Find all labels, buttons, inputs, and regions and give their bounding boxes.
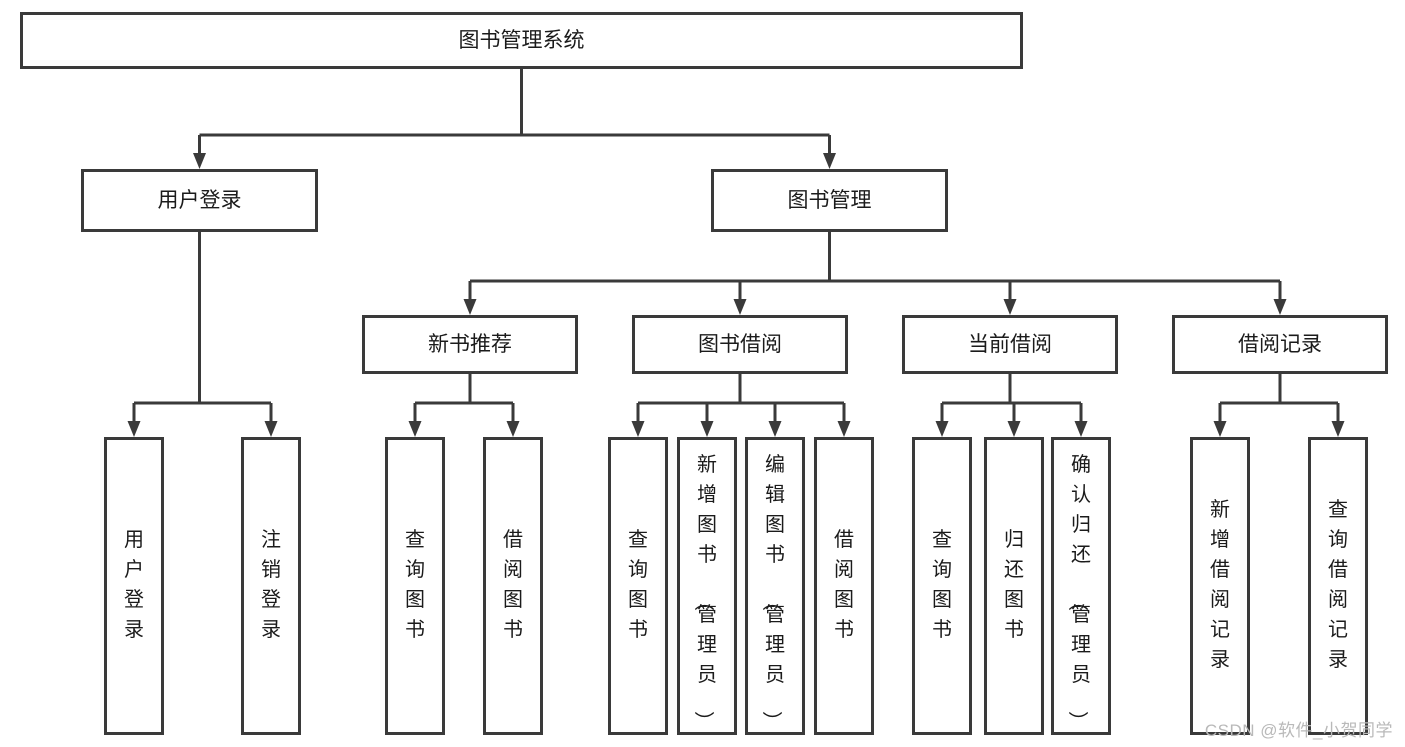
connector-arrow-icon: [1074, 421, 1088, 437]
connector-arrow-icon: [1213, 421, 1227, 437]
node-label: 归还图书: [1004, 528, 1024, 641]
node-label: 查询借阅记录: [1328, 498, 1348, 671]
node-box: [1308, 437, 1368, 735]
node-label: 图书借阅: [698, 333, 782, 356]
node-box: [81, 169, 318, 232]
connector-arrow-icon: [127, 421, 141, 437]
node-label: 用户登录: [124, 529, 144, 641]
node-layer: 图书管理系统用户登录图书管理新书推荐图书借阅当前借阅借阅记录用户登录注销登录查询…: [20, 12, 1388, 735]
connector-arrow-icon: [631, 421, 645, 437]
node-label: 借阅图书: [834, 528, 854, 641]
node-box: [483, 437, 543, 735]
connector-arrow-icon: [700, 421, 714, 437]
node-label: 注销登录: [261, 528, 281, 641]
node-box: [104, 437, 164, 735]
node-box: [677, 437, 737, 735]
node-leaf-add-book[interactable]: 新增图书（管理员）: [677, 437, 737, 735]
watermark-text: CSDN @软件_小贺同学: [1204, 721, 1393, 740]
node-leaf-user-login[interactable]: 用户登录: [104, 437, 164, 735]
connector-arrow-icon: [1003, 299, 1017, 315]
node-label: 查询图书: [405, 528, 425, 641]
node-box: [20, 12, 1023, 69]
connector-arrow-icon: [1273, 299, 1287, 315]
node-leaf-query-book-borrow[interactable]: 查询图书: [608, 437, 668, 735]
node-leaf-user-logout[interactable]: 注销登录: [241, 437, 301, 735]
node-label: 新书推荐: [428, 333, 512, 356]
node-leaf-query-borrow-record[interactable]: 查询借阅记录: [1308, 437, 1368, 735]
connector-arrow-icon: [768, 421, 782, 437]
node-box: [608, 437, 668, 735]
connector-arrow-icon: [837, 421, 851, 437]
node-leaf-return-book[interactable]: 归还图书: [984, 437, 1044, 735]
node-label: 借阅记录: [1238, 333, 1322, 356]
node-box: [1172, 315, 1388, 374]
connector-arrow-icon: [408, 421, 422, 437]
connector-arrow-icon: [935, 421, 949, 437]
node-box: [902, 315, 1118, 374]
node-leaf-borrow-book-recommend[interactable]: 借阅图书: [483, 437, 543, 735]
node-label: 新增图书（管理员）: [692, 453, 717, 731]
node-box: [385, 437, 445, 735]
connector-arrow-icon: [1007, 421, 1021, 437]
node-leaf-query-book-recommend[interactable]: 查询图书: [385, 437, 445, 735]
node-book-borrow[interactable]: 图书借阅: [632, 315, 848, 374]
node-box: [1190, 437, 1250, 735]
node-user-login[interactable]: 用户登录: [81, 169, 318, 232]
node-label: 新增借阅记录: [1210, 498, 1230, 671]
node-label: 图书管理系统: [459, 29, 585, 52]
node-leaf-add-borrow-record[interactable]: 新增借阅记录: [1190, 437, 1250, 735]
connector-arrow-icon: [463, 299, 477, 315]
connector-arrow-icon: [733, 299, 747, 315]
node-box: [912, 437, 972, 735]
connector-layer: [127, 69, 1345, 437]
node-box: [984, 437, 1044, 735]
node-leaf-confirm-return[interactable]: 确认归还（管理员）: [1051, 437, 1111, 735]
node-label: 用户登录: [158, 189, 242, 212]
node-label: 查询图书: [932, 528, 952, 641]
node-current-borrow[interactable]: 当前借阅: [902, 315, 1118, 374]
node-label: 编辑图书（管理员）: [760, 453, 785, 731]
node-label: 借阅图书: [503, 528, 523, 641]
node-label: 当前借阅: [968, 333, 1052, 356]
connector-arrow-icon: [506, 421, 520, 437]
node-box: [362, 315, 578, 374]
connector-arrow-icon: [264, 421, 278, 437]
node-box: [241, 437, 301, 735]
node-label: 图书管理: [788, 189, 872, 212]
connector-arrow-icon: [193, 153, 206, 169]
node-box: [711, 169, 948, 232]
node-box: [1051, 437, 1111, 735]
node-new-book-recommend[interactable]: 新书推荐: [362, 315, 578, 374]
node-leaf-borrow-book[interactable]: 借阅图书: [814, 437, 874, 735]
node-borrow-records[interactable]: 借阅记录: [1172, 315, 1388, 374]
node-book-management[interactable]: 图书管理: [711, 169, 948, 232]
node-leaf-edit-book[interactable]: 编辑图书（管理员）: [745, 437, 805, 735]
node-root[interactable]: 图书管理系统: [20, 12, 1023, 69]
node-box: [745, 437, 805, 735]
node-box: [632, 315, 848, 374]
connector-arrow-icon: [1331, 421, 1345, 437]
node-label: 查询图书: [628, 528, 648, 641]
connector-arrow-icon: [823, 153, 836, 169]
node-label: 确认归还（管理员）: [1066, 453, 1091, 731]
node-leaf-query-book-current[interactable]: 查询图书: [912, 437, 972, 735]
node-box: [814, 437, 874, 735]
